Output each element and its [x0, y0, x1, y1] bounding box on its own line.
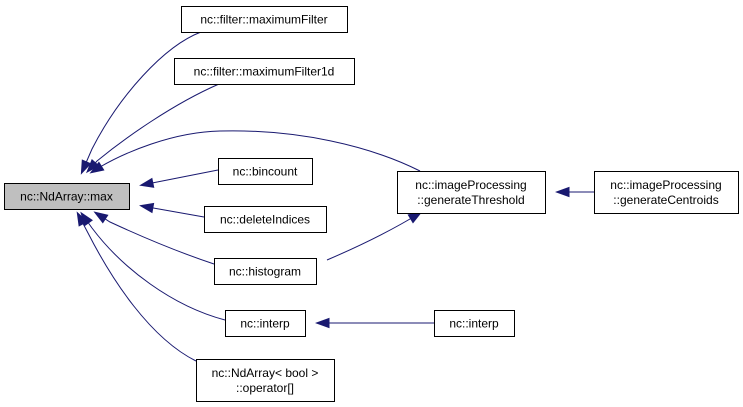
node-box [174, 58, 355, 85]
node-genCentroids[interactable]: nc::imageProcessing::generateCentroids [594, 171, 739, 214]
edge-line [91, 130, 421, 173]
node-maxFilter1d[interactable]: nc::filter::maximumFilter1d [174, 58, 355, 85]
arrowhead-icon [86, 158, 100, 174]
node-box [434, 310, 515, 337]
node-box [225, 310, 306, 337]
node-deleteIndices[interactable]: nc::deleteIndices [204, 206, 327, 233]
edge-line [81, 213, 226, 321]
edge-line [81, 31, 202, 173]
node-genThreshold[interactable]: nc::imageProcessing::generateThreshold [397, 171, 546, 214]
edge-line [87, 83, 220, 172]
node-box [214, 258, 317, 285]
node-label: nc::interp [449, 317, 499, 331]
edge-line [77, 213, 197, 362]
node-label: nc::bincount [233, 165, 298, 179]
node-box [204, 206, 327, 233]
arrowhead-icon [139, 177, 155, 188]
arrowhead-icon [89, 161, 105, 174]
node-box [196, 359, 335, 402]
node-label: nc::filter::maximumFilter1d [194, 65, 335, 79]
node-label: nc::NdArray::max [20, 190, 113, 204]
arrowhead-icon [93, 211, 109, 224]
arrowhead-icon [80, 159, 92, 175]
edge-histogram-to-genThreshold [326, 211, 423, 261]
edge-line [326, 212, 421, 261]
edge-deleteIndices-to-max [139, 202, 205, 218]
arrowhead-icon [76, 211, 88, 227]
nodes-layer: nc::NdArray::max nc::filter::maximumFilte… [4, 6, 739, 402]
edge-line [141, 169, 219, 186]
node-box [181, 6, 348, 33]
node-label: nc::filter::maximumFilter [200, 13, 327, 27]
arrowhead-icon [555, 186, 570, 198]
node-label: nc::NdArray< bool > [212, 366, 319, 380]
node-bincount[interactable]: nc::bincount [218, 158, 313, 185]
node-box [4, 183, 130, 210]
edge-interpB-to-interpA [315, 317, 434, 329]
edge-histogram-to-max [93, 211, 215, 265]
arrowhead-icon [315, 317, 330, 329]
node-box [594, 171, 739, 214]
node-box [218, 158, 313, 185]
node-box [397, 171, 546, 214]
node-max[interactable]: nc::NdArray::max [4, 183, 130, 210]
node-histogram[interactable]: nc::histogram [214, 258, 317, 285]
edge-interpA-to-max [80, 211, 226, 321]
edge-maxFilter1d-to-max [86, 83, 220, 174]
edge-line [95, 212, 215, 265]
node-label: nc::deleteIndices [220, 213, 310, 227]
edge-maxFilter-to-max [80, 31, 202, 175]
node-label: ::generateThreshold [417, 193, 524, 207]
node-interpA[interactable]: nc::interp [225, 310, 306, 337]
node-boolOperator[interactable]: nc::NdArray< bool >::operator[] [196, 359, 335, 402]
arrowhead-icon [139, 202, 155, 214]
node-label: nc::histogram [229, 265, 301, 279]
node-interpB[interactable]: nc::interp [434, 310, 515, 337]
edges-layer [76, 31, 594, 362]
edge-boolOperator-to-max [76, 211, 197, 362]
edge-genThreshold-to-max [89, 130, 421, 174]
edge-bincount-to-max [139, 169, 219, 188]
node-maxFilter[interactable]: nc::filter::maximumFilter [181, 6, 348, 33]
node-label: ::generateCentroids [613, 193, 718, 207]
node-label: nc::imageProcessing [415, 178, 526, 192]
node-label: nc::interp [240, 317, 290, 331]
edge-genCentroids-to-genThreshold [555, 186, 594, 198]
node-label: ::operator[] [236, 381, 294, 395]
node-label: nc::imageProcessing [610, 178, 721, 192]
